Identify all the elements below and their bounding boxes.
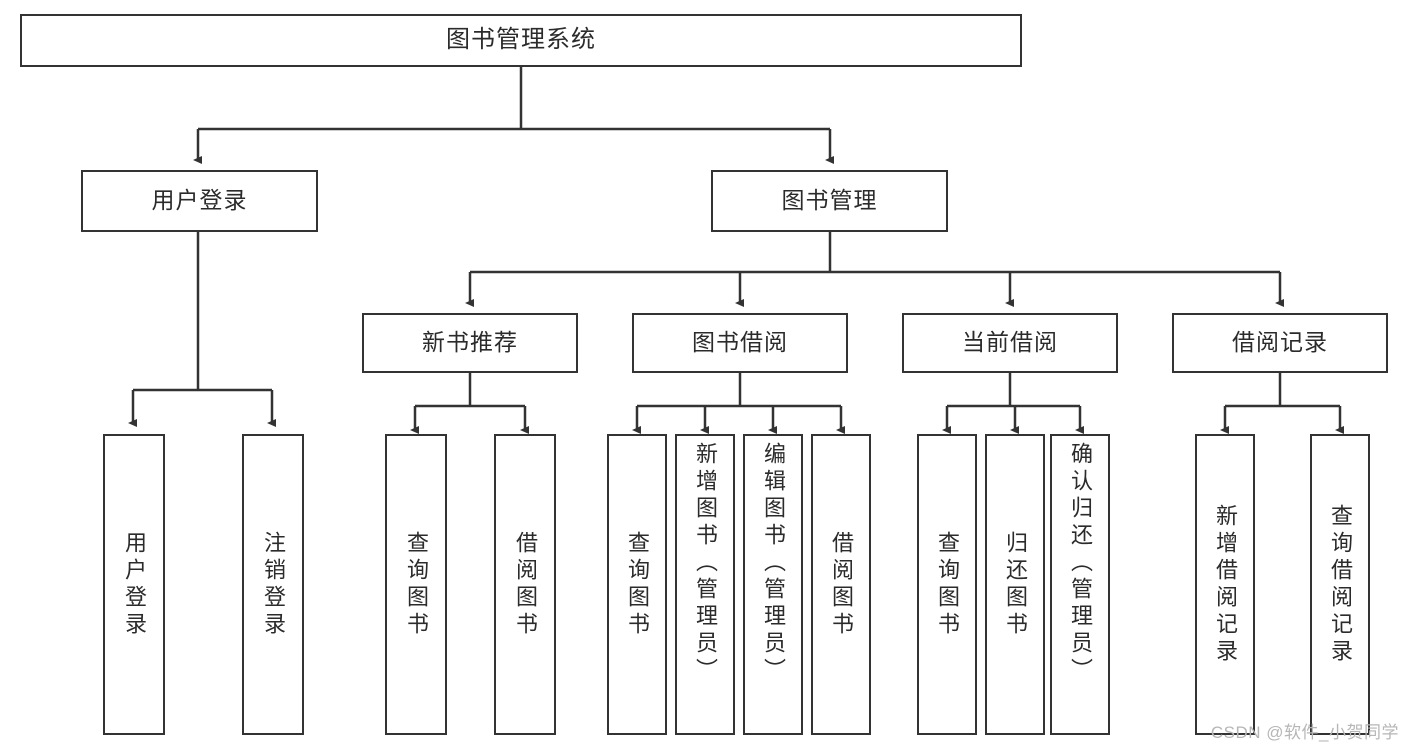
node-borrow-record[interactable]: 借阅记录 xyxy=(1172,313,1388,373)
node-new-book-recommend[interactable]: 新书推荐 xyxy=(362,313,578,373)
leaf-borrow-borrow-book[interactable]: 借阅图书 xyxy=(811,434,871,735)
leaf-recommend-borrow-book[interactable]: 借阅图书 xyxy=(494,434,556,735)
node-user-login[interactable]: 用户登录 xyxy=(81,170,318,232)
leaf-label: 查询图书 xyxy=(935,530,960,639)
watermark: CSDN @软件_小贺同学 xyxy=(1210,723,1399,742)
leaf-label: 借阅图书 xyxy=(829,530,854,639)
leaf-logout-login[interactable]: 注销登录 xyxy=(242,434,304,735)
leaf-user-login[interactable]: 用户登录 xyxy=(103,434,165,735)
node-book-manage[interactable]: 图书管理 xyxy=(711,170,948,232)
leaf-label: 查询图书 xyxy=(625,530,650,639)
leaf-recommend-query-book[interactable]: 查询图书 xyxy=(385,434,447,735)
leaf-record-add[interactable]: 新增借阅记录 xyxy=(1195,434,1255,735)
leaf-current-confirm-return[interactable]: 确认归还（管理员） xyxy=(1050,434,1110,735)
leaf-label: 查询借阅记录 xyxy=(1328,503,1353,666)
leaf-borrow-edit-book[interactable]: 编辑图书（管理员） xyxy=(743,434,803,735)
leaf-current-return-book[interactable]: 归还图书 xyxy=(985,434,1045,735)
leaf-label: 用户登录 xyxy=(122,530,147,639)
leaf-borrow-query-book[interactable]: 查询图书 xyxy=(607,434,667,735)
leaf-label: 确认归还（管理员） xyxy=(1068,442,1093,685)
leaf-borrow-add-book[interactable]: 新增图书（管理员） xyxy=(675,434,735,735)
leaf-current-query-book[interactable]: 查询图书 xyxy=(917,434,977,735)
leaf-label: 归还图书 xyxy=(1003,530,1028,639)
leaf-label: 借阅图书 xyxy=(513,530,538,639)
leaf-record-query[interactable]: 查询借阅记录 xyxy=(1310,434,1370,735)
leaf-label: 新增图书（管理员） xyxy=(693,442,718,685)
leaf-label: 新增借阅记录 xyxy=(1213,503,1238,666)
node-current-borrow[interactable]: 当前借阅 xyxy=(902,313,1118,373)
leaf-label: 注销登录 xyxy=(261,530,286,639)
leaf-label: 查询图书 xyxy=(404,530,429,639)
node-book-borrow[interactable]: 图书借阅 xyxy=(632,313,848,373)
leaf-label: 编辑图书（管理员） xyxy=(761,442,786,685)
node-root[interactable]: 图书管理系统 xyxy=(20,14,1022,67)
